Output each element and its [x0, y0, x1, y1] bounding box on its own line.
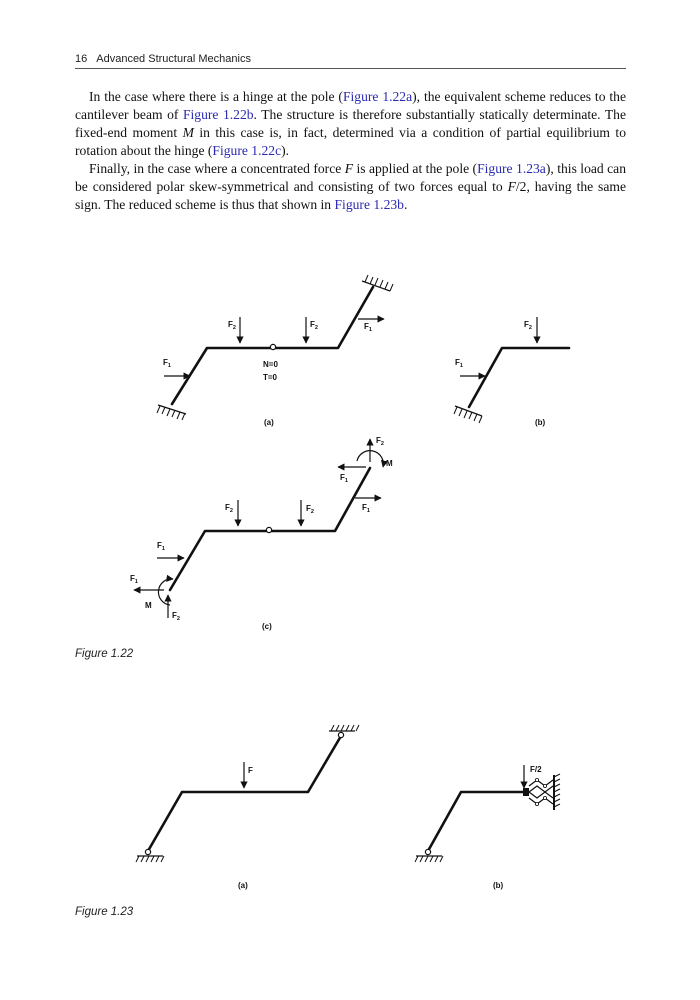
- subfigure-label-c: (c): [262, 622, 272, 631]
- frame-member: [467, 346, 571, 409]
- pinned-support: [414, 848, 444, 863]
- text-run: /2, having the same sign. The reduced sc…: [75, 179, 626, 212]
- figure-1-22b-diagram: F1 F2 (b): [453, 317, 571, 427]
- figure-1-22-caption: Figure 1.22: [75, 648, 134, 660]
- label-f1: F1: [362, 503, 370, 514]
- label-normal-force: N=0: [263, 360, 278, 369]
- figure-1-23b-diagram: F/2: [414, 765, 561, 890]
- label-f1: F1: [340, 473, 348, 484]
- label-f2: F2: [172, 611, 180, 622]
- text-run: . The structure is therefore substantial…: [75, 107, 626, 140]
- fixed-support: [156, 404, 187, 421]
- fixed-support: [361, 274, 394, 292]
- label-moment: M: [145, 601, 152, 610]
- figure-link-1-23b[interactable]: Figure 1.23b: [334, 197, 404, 212]
- subfigure-label-b: (b): [493, 881, 504, 890]
- text-run: is applied at the pole (: [353, 161, 478, 176]
- text-run: Finally, in the case where a concentrate…: [89, 161, 345, 176]
- label-f1: F1: [130, 574, 138, 585]
- moment-arrow: [356, 450, 388, 468]
- figure-1-23a-diagram: F (a): [135, 724, 360, 890]
- pinned-support: [329, 724, 360, 739]
- frame-member: [426, 790, 526, 853]
- label-f1: F1: [163, 358, 171, 369]
- figure-link-1-23a[interactable]: Figure 1.23a: [477, 161, 546, 176]
- text-run: in this case is, in fact, determined via…: [75, 125, 626, 158]
- label-f2: F2: [228, 320, 236, 331]
- label-f2: F2: [524, 320, 532, 331]
- moment-arrow: [157, 574, 174, 606]
- fixed-support: [453, 405, 483, 424]
- variable-m: M: [182, 125, 194, 140]
- text-run: .: [403, 197, 408, 212]
- book-title: Advanced Structural Mechanics: [96, 53, 251, 65]
- label-f2: F2: [225, 503, 233, 514]
- subfigure-label-a: (a): [264, 418, 274, 427]
- label-shear-force: T=0: [263, 373, 278, 382]
- text-run: ), this load can be considered polar ske…: [75, 161, 627, 194]
- figure-link-1-22c[interactable]: Figure 1.22c: [212, 143, 282, 158]
- paragraph-2: Finally, in the case where a concentrate…: [75, 160, 626, 214]
- text-run: ).: [281, 143, 290, 158]
- label-f2: F2: [310, 320, 318, 331]
- variable-f: F: [507, 179, 516, 194]
- subfigure-label-a: (a): [238, 881, 248, 890]
- hinge: [269, 343, 277, 351]
- body-text: In the case where there is a hinge at th…: [75, 88, 626, 214]
- hinge: [265, 526, 273, 534]
- text-run: In the case where there is a hinge at th…: [89, 89, 343, 104]
- figure-1-22c-diagram: F1 F1 M F2 F2 F2 F1 F2 M F1 (c): [130, 436, 393, 631]
- label-f1: F1: [157, 541, 165, 552]
- variable-f: F: [344, 161, 354, 176]
- sliding-clamp-support: [523, 773, 561, 810]
- pinned-support: [135, 848, 165, 863]
- label-f-half: F/2: [530, 765, 542, 774]
- label-f: F: [248, 766, 253, 775]
- subfigure-label-b: (b): [535, 418, 546, 427]
- label-moment: M: [386, 459, 393, 468]
- paragraph-1: In the case where there is a hinge at th…: [75, 88, 626, 160]
- label-f1: F1: [455, 358, 463, 369]
- running-head: 16 Advanced Structural Mechanics: [75, 53, 626, 69]
- figure-link-1-22b[interactable]: Figure 1.22b: [182, 107, 254, 122]
- label-f2: F2: [376, 436, 384, 447]
- figure-1-22a-diagram: F1 F2 F2 F1 N=0 T=0 (a): [156, 274, 394, 427]
- figure-link-1-22a[interactable]: Figure 1.22a: [342, 89, 413, 104]
- frame-member: [146, 734, 343, 853]
- label-f2: F2: [306, 504, 314, 515]
- label-f1: F1: [364, 322, 372, 333]
- figure-1-23-caption: Figure 1.23: [75, 906, 134, 918]
- text-run: ), the equivalent scheme reduces to the …: [75, 89, 626, 122]
- page-number: 16: [75, 53, 88, 65]
